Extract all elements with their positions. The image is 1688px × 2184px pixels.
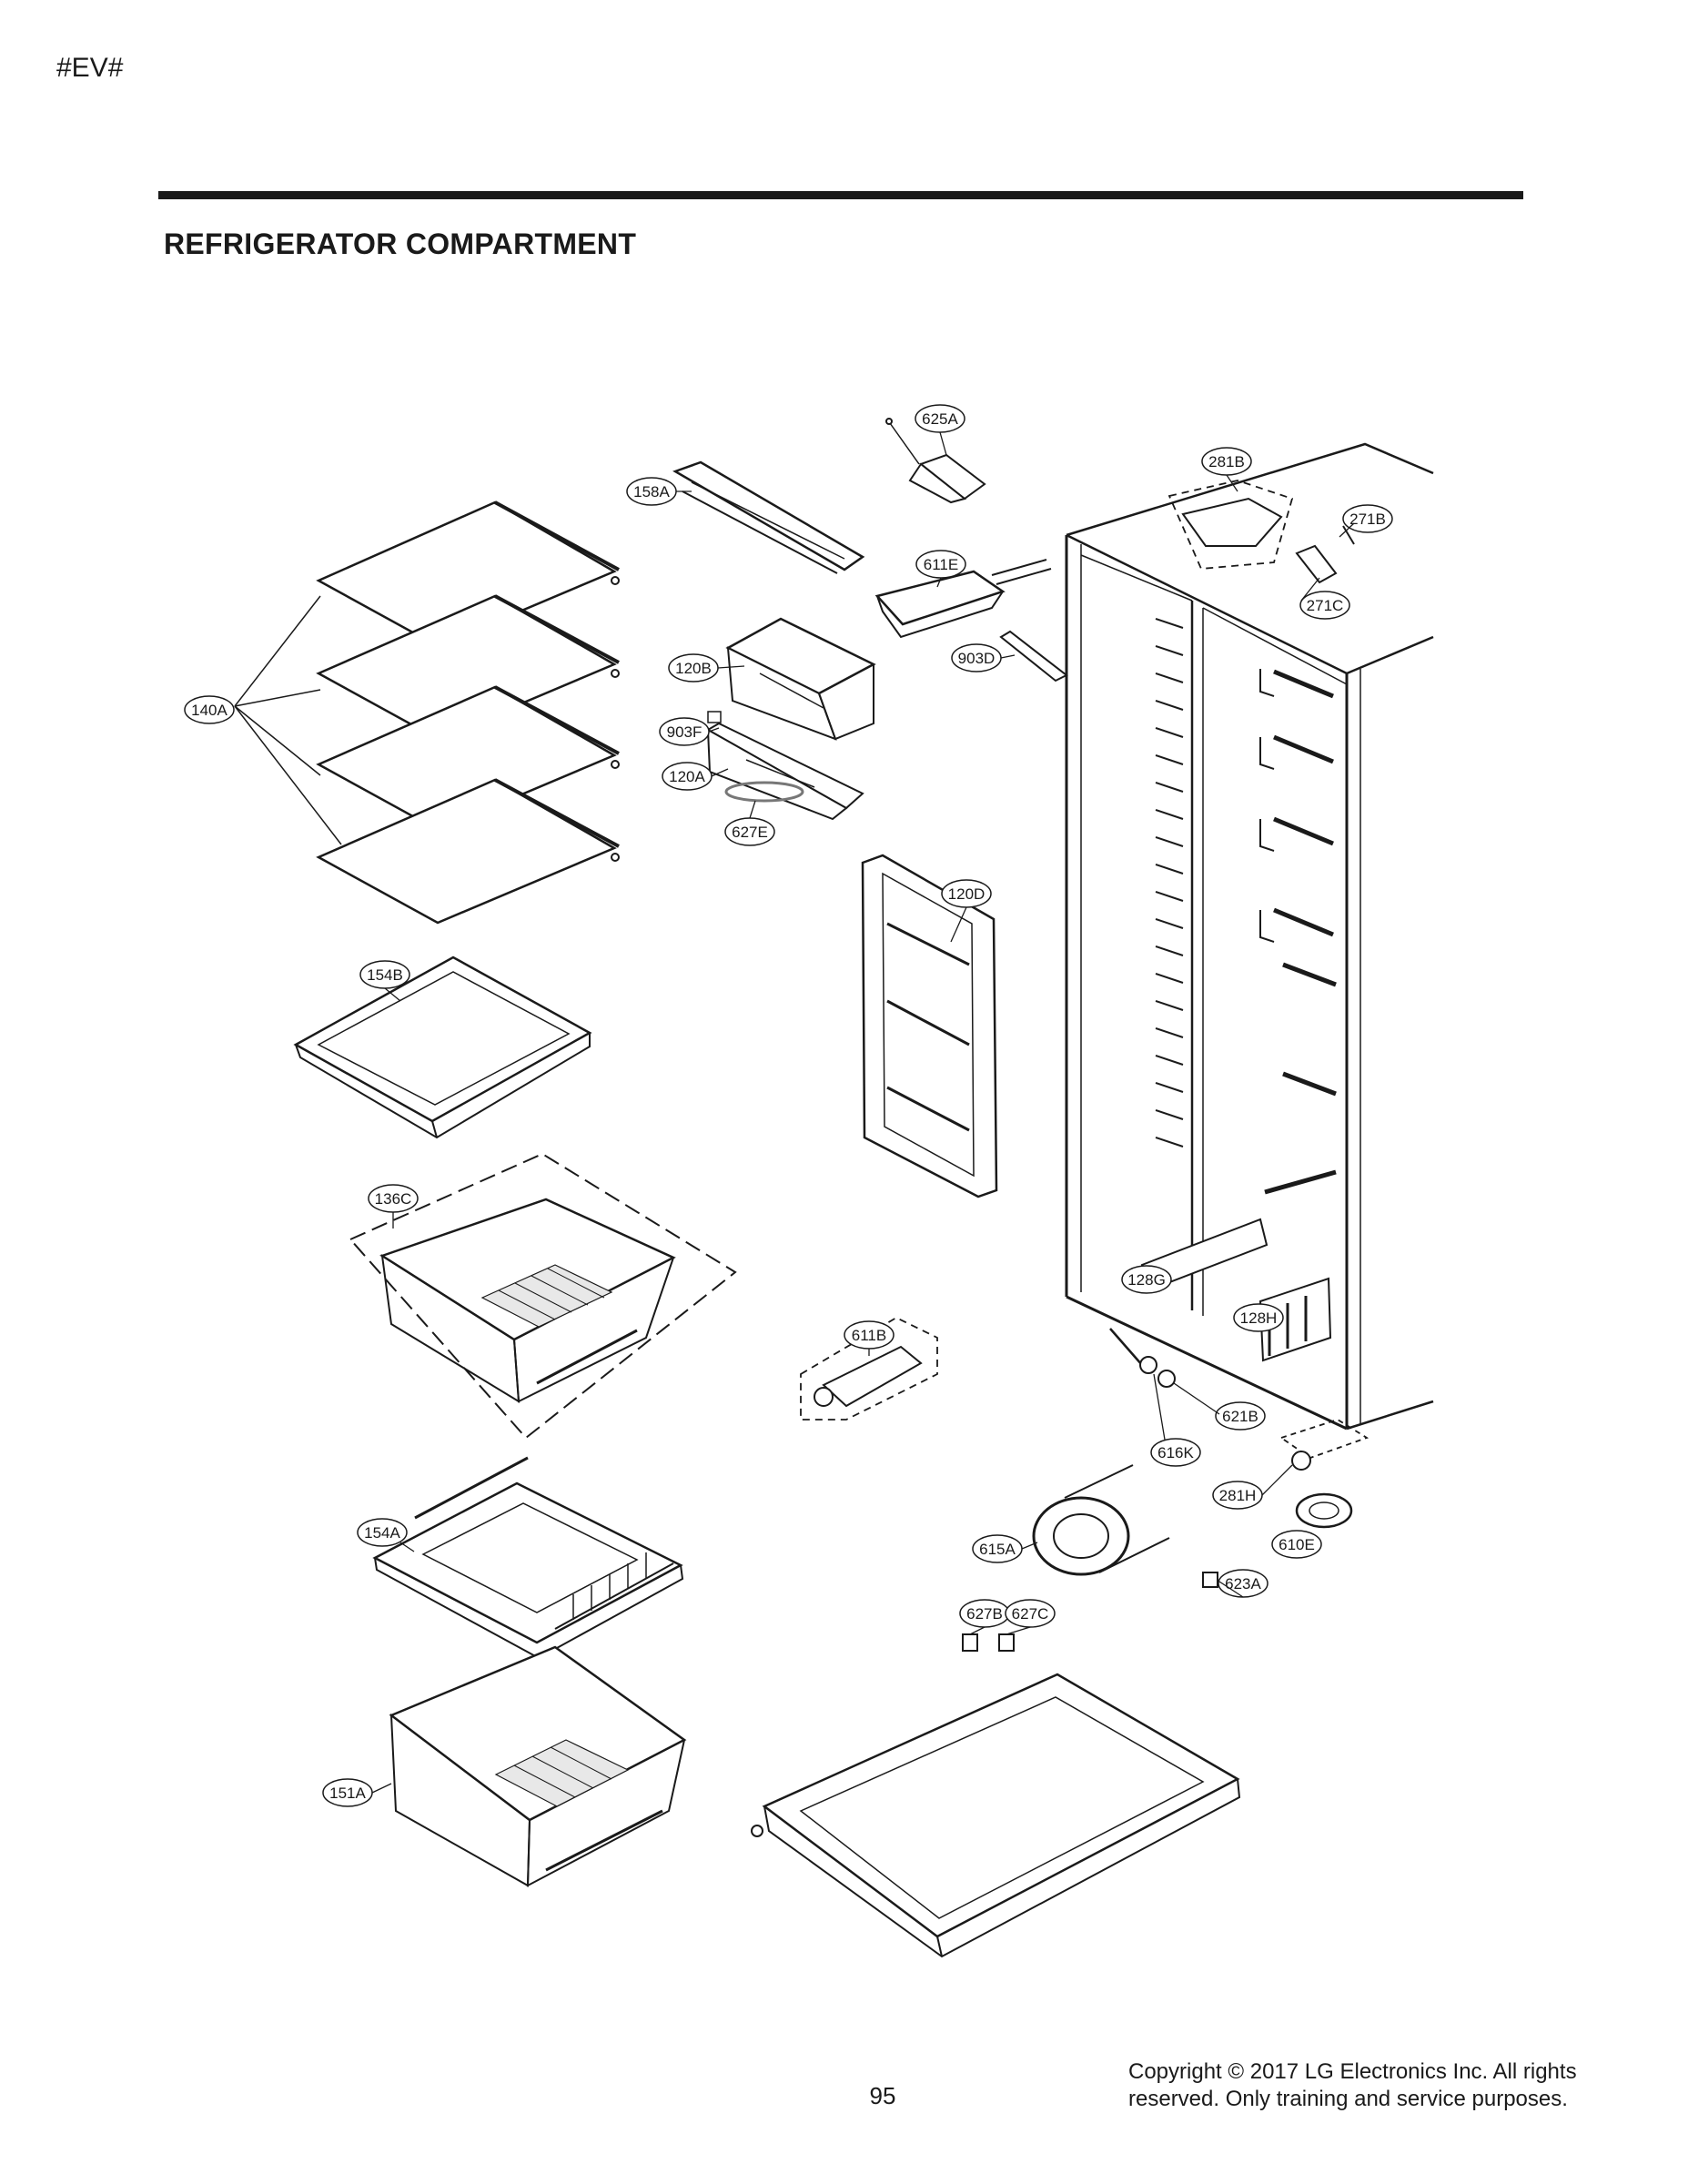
svg-text:154A: 154A <box>364 1524 400 1542</box>
rear-cover-panel <box>861 854 998 1198</box>
glass-shelf <box>316 778 620 925</box>
svg-text:616K: 616K <box>1157 1444 1194 1461</box>
svg-text:627B: 627B <box>966 1605 1003 1623</box>
callout-625A: 625A <box>915 404 965 433</box>
callout-627E: 627E <box>724 817 775 846</box>
svg-text:120B: 120B <box>675 660 712 677</box>
callout-140A: 140A <box>184 695 235 724</box>
callout-136C: 136C <box>368 1184 419 1213</box>
bottom-drawer-tray <box>751 1673 1241 1958</box>
svg-text:140A: 140A <box>191 702 227 719</box>
copyright-notice: Copyright © 2017 LG Electronics Inc. All… <box>1128 2058 1602 2113</box>
callout-621B: 621B <box>1215 1401 1266 1431</box>
svg-text:610E: 610E <box>1279 1536 1315 1553</box>
svg-text:128G: 128G <box>1127 1271 1166 1289</box>
water-filter <box>800 1316 938 1421</box>
shelf-rail-assembly <box>1140 1218 1332 1362</box>
glass-shelf <box>316 500 620 648</box>
crisper-drawer-upper <box>349 1152 737 1440</box>
clip-623A <box>1202 1572 1218 1588</box>
callout-120D: 120D <box>941 879 992 908</box>
bottom-hinge <box>1279 1419 1370 1471</box>
top-hinge <box>1295 525 1355 584</box>
callout-271C: 271C <box>1299 591 1350 620</box>
callout-281H: 281H <box>1212 1481 1263 1510</box>
svg-text:271C: 271C <box>1307 597 1344 614</box>
model-tag: #EV# <box>56 53 124 83</box>
crisper-cover-frame <box>293 956 592 1139</box>
callout-151A: 151A <box>322 1778 373 1807</box>
hinge-cover-top <box>1167 480 1294 570</box>
svg-text:151A: 151A <box>329 1785 366 1802</box>
callout-154B: 154B <box>359 960 410 989</box>
svg-text:281H: 281H <box>1219 1487 1257 1504</box>
crisper-tray <box>372 1456 684 1660</box>
svg-text:136C: 136C <box>375 1190 412 1208</box>
page-number: 95 <box>869 2082 896 2109</box>
svg-text:158A: 158A <box>633 483 670 500</box>
copyright-line-2: reserved. Only training and service purp… <box>1128 2087 1568 2111</box>
callout-616K: 616K <box>1150 1438 1201 1467</box>
svg-text:271B: 271B <box>1349 511 1386 528</box>
callout-120B: 120B <box>668 653 719 682</box>
water-fittings <box>1139 1356 1176 1388</box>
callout-271B: 271B <box>1342 504 1393 533</box>
svg-text:154B: 154B <box>367 966 403 984</box>
svg-text:611E: 611E <box>924 556 958 573</box>
callout-128H: 128H <box>1233 1303 1284 1332</box>
callout-623A: 623A <box>1218 1569 1269 1598</box>
header-rule <box>158 191 1523 199</box>
callout-154A: 154A <box>357 1518 408 1547</box>
tape-roll <box>1032 1464 1170 1576</box>
glass-shelf <box>316 594 620 741</box>
ice-tray-housing <box>705 711 864 821</box>
svg-text:281B: 281B <box>1208 453 1245 470</box>
callout-611E: 611E <box>915 550 966 579</box>
svg-text:611B: 611B <box>852 1327 886 1344</box>
svg-text:615A: 615A <box>979 1541 1016 1558</box>
svg-text:623A: 623A <box>1225 1575 1261 1592</box>
callout-903D: 903D <box>951 643 1002 672</box>
clip-627B <box>962 1633 978 1652</box>
vegetable-drawer-lower <box>389 1645 687 1887</box>
glass-shelves <box>234 500 620 925</box>
lamp-cover <box>672 460 865 574</box>
callout-281B: 281B <box>1201 447 1252 476</box>
svg-text:120D: 120D <box>948 885 986 903</box>
callout-627B: 627B <box>959 1599 1010 1628</box>
glass-shelf <box>316 685 620 832</box>
svg-text:903F: 903F <box>667 723 702 741</box>
svg-text:903D: 903D <box>958 650 996 667</box>
ice-maker-assembly <box>725 617 876 741</box>
svg-text:128H: 128H <box>1240 1309 1278 1327</box>
svg-text:625A: 625A <box>922 410 958 428</box>
callout-611B: 611B <box>844 1320 895 1350</box>
svg-text:120A: 120A <box>669 768 705 785</box>
svg-text:621B: 621B <box>1222 1408 1258 1425</box>
clip-627C <box>998 1633 1015 1652</box>
callout-158A: 158A <box>626 477 677 506</box>
svg-text:627C: 627C <box>1012 1605 1049 1623</box>
copyright-line-1: Copyright © 2017 LG Electronics Inc. All… <box>1128 2059 1577 2084</box>
damper-motor <box>885 418 986 504</box>
callout-903F: 903F <box>659 717 710 746</box>
refrigerator-cabinet <box>1065 442 1434 1431</box>
callout-615A: 615A <box>972 1534 1023 1563</box>
callout-120A: 120A <box>662 762 713 791</box>
callout-128G: 128G <box>1121 1265 1172 1294</box>
svg-text:627E: 627E <box>732 824 768 841</box>
callout-610E: 610E <box>1271 1530 1322 1559</box>
hinge-cap <box>1295 1492 1353 1529</box>
page-title: REFRIGERATOR COMPARTMENT <box>164 228 637 260</box>
callout-627C: 627C <box>1005 1599 1056 1628</box>
water-valve-bracket <box>874 559 1052 639</box>
